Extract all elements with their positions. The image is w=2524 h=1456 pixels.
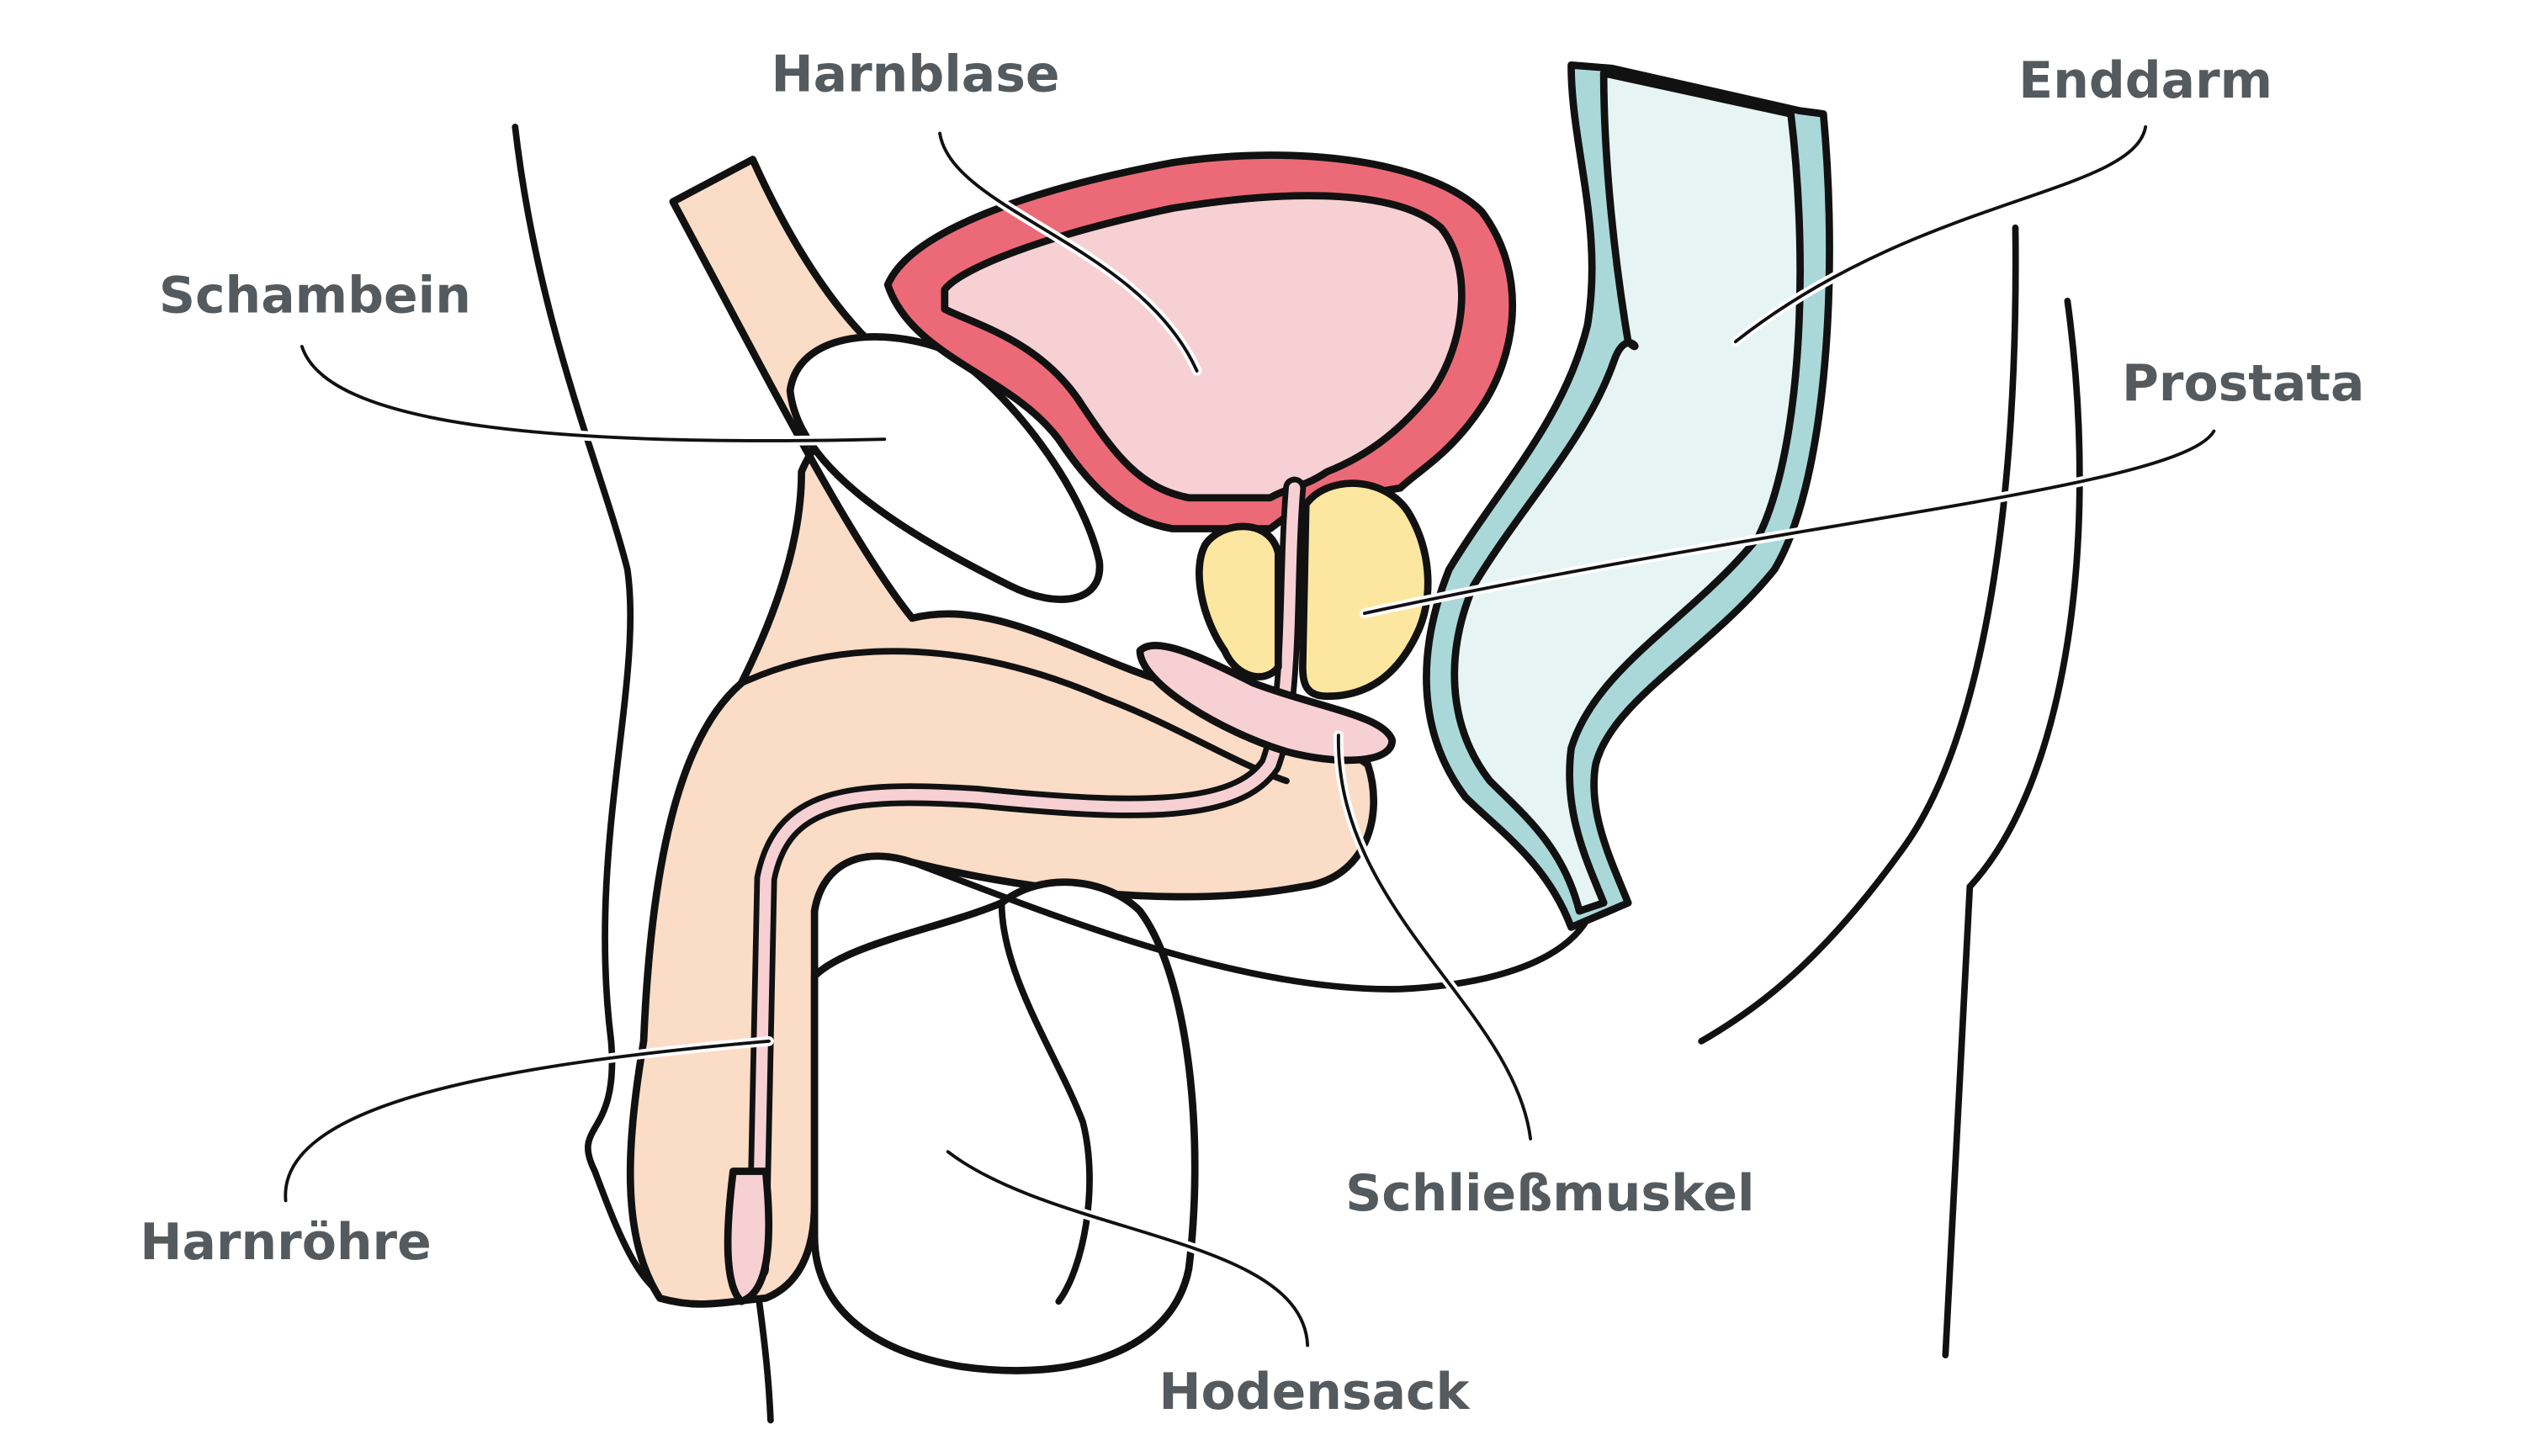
body-outline-front bbox=[512, 123, 688, 1305]
leader-pubic-bone bbox=[297, 341, 890, 446]
label-pubic-bone: Schambein bbox=[159, 266, 471, 325]
leader-rectum bbox=[1731, 122, 2151, 347]
prostate-right bbox=[1299, 479, 1432, 701]
label-prostate: Prostata bbox=[2122, 354, 2365, 413]
pubic-bone bbox=[786, 333, 1104, 603]
bladder-inner bbox=[941, 192, 1466, 502]
label-scrotum: Hodensack bbox=[1159, 1363, 1470, 1422]
perineum-line bbox=[909, 859, 1591, 993]
scrotum-inner-line bbox=[998, 899, 1093, 1305]
label-bladder: Harnblase bbox=[772, 45, 1060, 103]
urethra bbox=[751, 482, 1301, 1275]
sphincter bbox=[1136, 642, 1397, 765]
label-sphincter: Schließmuskel bbox=[1345, 1164, 1754, 1223]
glans-tip bbox=[724, 1167, 773, 1305]
corpus-line bbox=[738, 648, 1290, 785]
leader-scrotum bbox=[942, 1146, 1312, 1351]
label-urethra: Harnröhre bbox=[140, 1213, 431, 1272]
body-outline-back bbox=[1698, 224, 2019, 1045]
scrotum bbox=[810, 878, 1199, 1374]
leg-line bbox=[756, 1298, 774, 1424]
leader-sphincter bbox=[1334, 730, 1535, 1144]
prostate-left bbox=[1196, 522, 1282, 680]
label-rectum: Enddarm bbox=[2018, 51, 2272, 110]
leader-urethra bbox=[280, 1036, 774, 1206]
leader-prostate bbox=[1360, 426, 2219, 618]
body-outline-back-outer bbox=[1942, 297, 2083, 1358]
leader-bladder bbox=[935, 128, 1202, 376]
